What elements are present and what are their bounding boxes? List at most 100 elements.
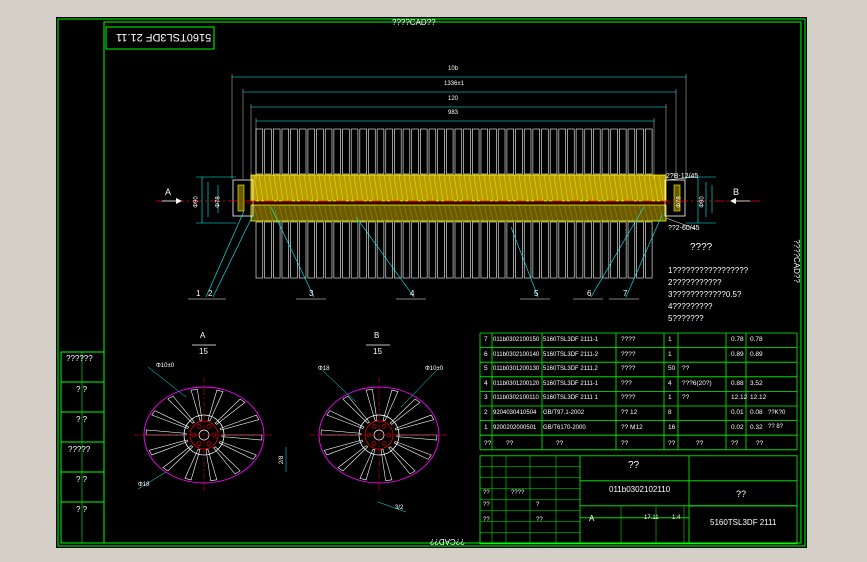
bom-extra-2: ?? 8? [768,424,784,430]
hatch [538,204,544,222]
leader-line [590,206,645,298]
fin-top [342,128,350,175]
hatch [583,174,589,202]
section-b-spoke [388,446,416,475]
callout-2: 2 [208,289,213,298]
section-a-spoke [213,446,241,475]
fin-top [281,128,290,175]
hatch [428,174,434,202]
hatch [583,204,589,222]
hatch [633,174,639,202]
section-b-spoke [323,439,364,456]
hatch [443,174,449,202]
hatch [298,174,304,202]
hatch [453,174,459,202]
hatch [333,174,339,202]
roller-body-upper [250,174,667,202]
title-block-name: ?? [628,460,640,471]
fin-top [402,128,411,175]
section-a-bolt-hole [206,441,212,446]
fin-top [437,128,445,175]
hatch [458,204,464,222]
fin-top [307,128,315,175]
hatch [388,174,394,202]
hatch [368,204,374,222]
hatch [563,204,569,222]
fin-bottom [497,221,506,279]
note-line-1: 1????????????????? [668,266,749,275]
left-panel-4: ????? [68,445,91,454]
hatch [493,204,499,222]
hatch [578,204,584,222]
left-panel-1: ?????? [66,354,93,363]
bom-cell-spec: 5160TSL3DF 2111 1 [543,395,598,402]
note-line-2: 2??????????? [668,278,722,287]
hatch [278,204,284,222]
section-a-leader [147,366,187,398]
hatch [608,174,614,202]
fin-top [523,128,532,175]
hatch [533,174,539,202]
hatch [463,174,469,202]
hatch [318,204,324,222]
sheet-right-title: ????CAD?? [791,239,801,283]
fin-top [359,128,367,175]
fin-top [428,128,437,175]
section-a-hole-dim: Φ10±0 [156,363,175,369]
hatch [478,204,484,222]
fin-bottom [610,221,618,279]
fin-top [420,128,428,175]
hatch [408,204,414,222]
hatch [508,174,514,202]
section-b-vdim [377,501,407,513]
bom-header-cell: ?? [756,440,764,447]
hatch [448,174,454,202]
title-block-cell-3: ???? [511,490,525,496]
hatch [423,204,429,222]
hatch [373,174,379,202]
fin-top [627,128,636,175]
callout-6: 6 [587,289,592,298]
fin-bottom [290,221,298,279]
hatch [398,174,404,202]
bom-cell-no: 1 [484,423,488,431]
fin-bottom [593,221,601,279]
fin-bottom [480,221,489,279]
hatch [263,204,269,222]
hatch [613,174,619,202]
hatch [643,174,649,202]
bom-cell-spec: 5160TSL3DF 2111.2 [543,366,598,373]
section-a-spoke [145,429,187,436]
section-a-spoke [151,410,190,429]
hatch [483,204,489,222]
bom-cell-w1: 0.88 [731,379,744,387]
fin-bottom [411,221,419,279]
hatch [473,204,479,222]
hatch [618,204,624,222]
hatch [268,174,274,202]
hatch [518,204,524,222]
hatch [373,204,379,222]
left-panel-2: ? ? [76,385,88,394]
bom-cell-qty: 16 [668,423,676,431]
hatch [628,204,634,222]
bom-header-cell: ?? [556,440,564,447]
bom-cell-no: 2 [484,409,488,416]
bom-header-cell: ?? [696,440,704,447]
hatch [553,204,559,222]
hatch [313,204,319,222]
bom-cell-no: 7 [484,336,488,343]
title-block-cell-2: ?? [483,502,490,508]
hatch [648,174,654,202]
leader-line [212,214,254,298]
hatch [503,204,509,222]
section-a-spoke [184,448,201,481]
bom-cell-name: ?? M12 [621,423,643,431]
section-b-bolt-hole [371,424,377,429]
fin-top [575,128,584,175]
fin-bottom [636,221,644,279]
hatch [608,204,614,222]
chamfer-leader [665,176,697,181]
section-b-small-dim: 3/2 [395,505,404,511]
hatch [303,204,309,222]
